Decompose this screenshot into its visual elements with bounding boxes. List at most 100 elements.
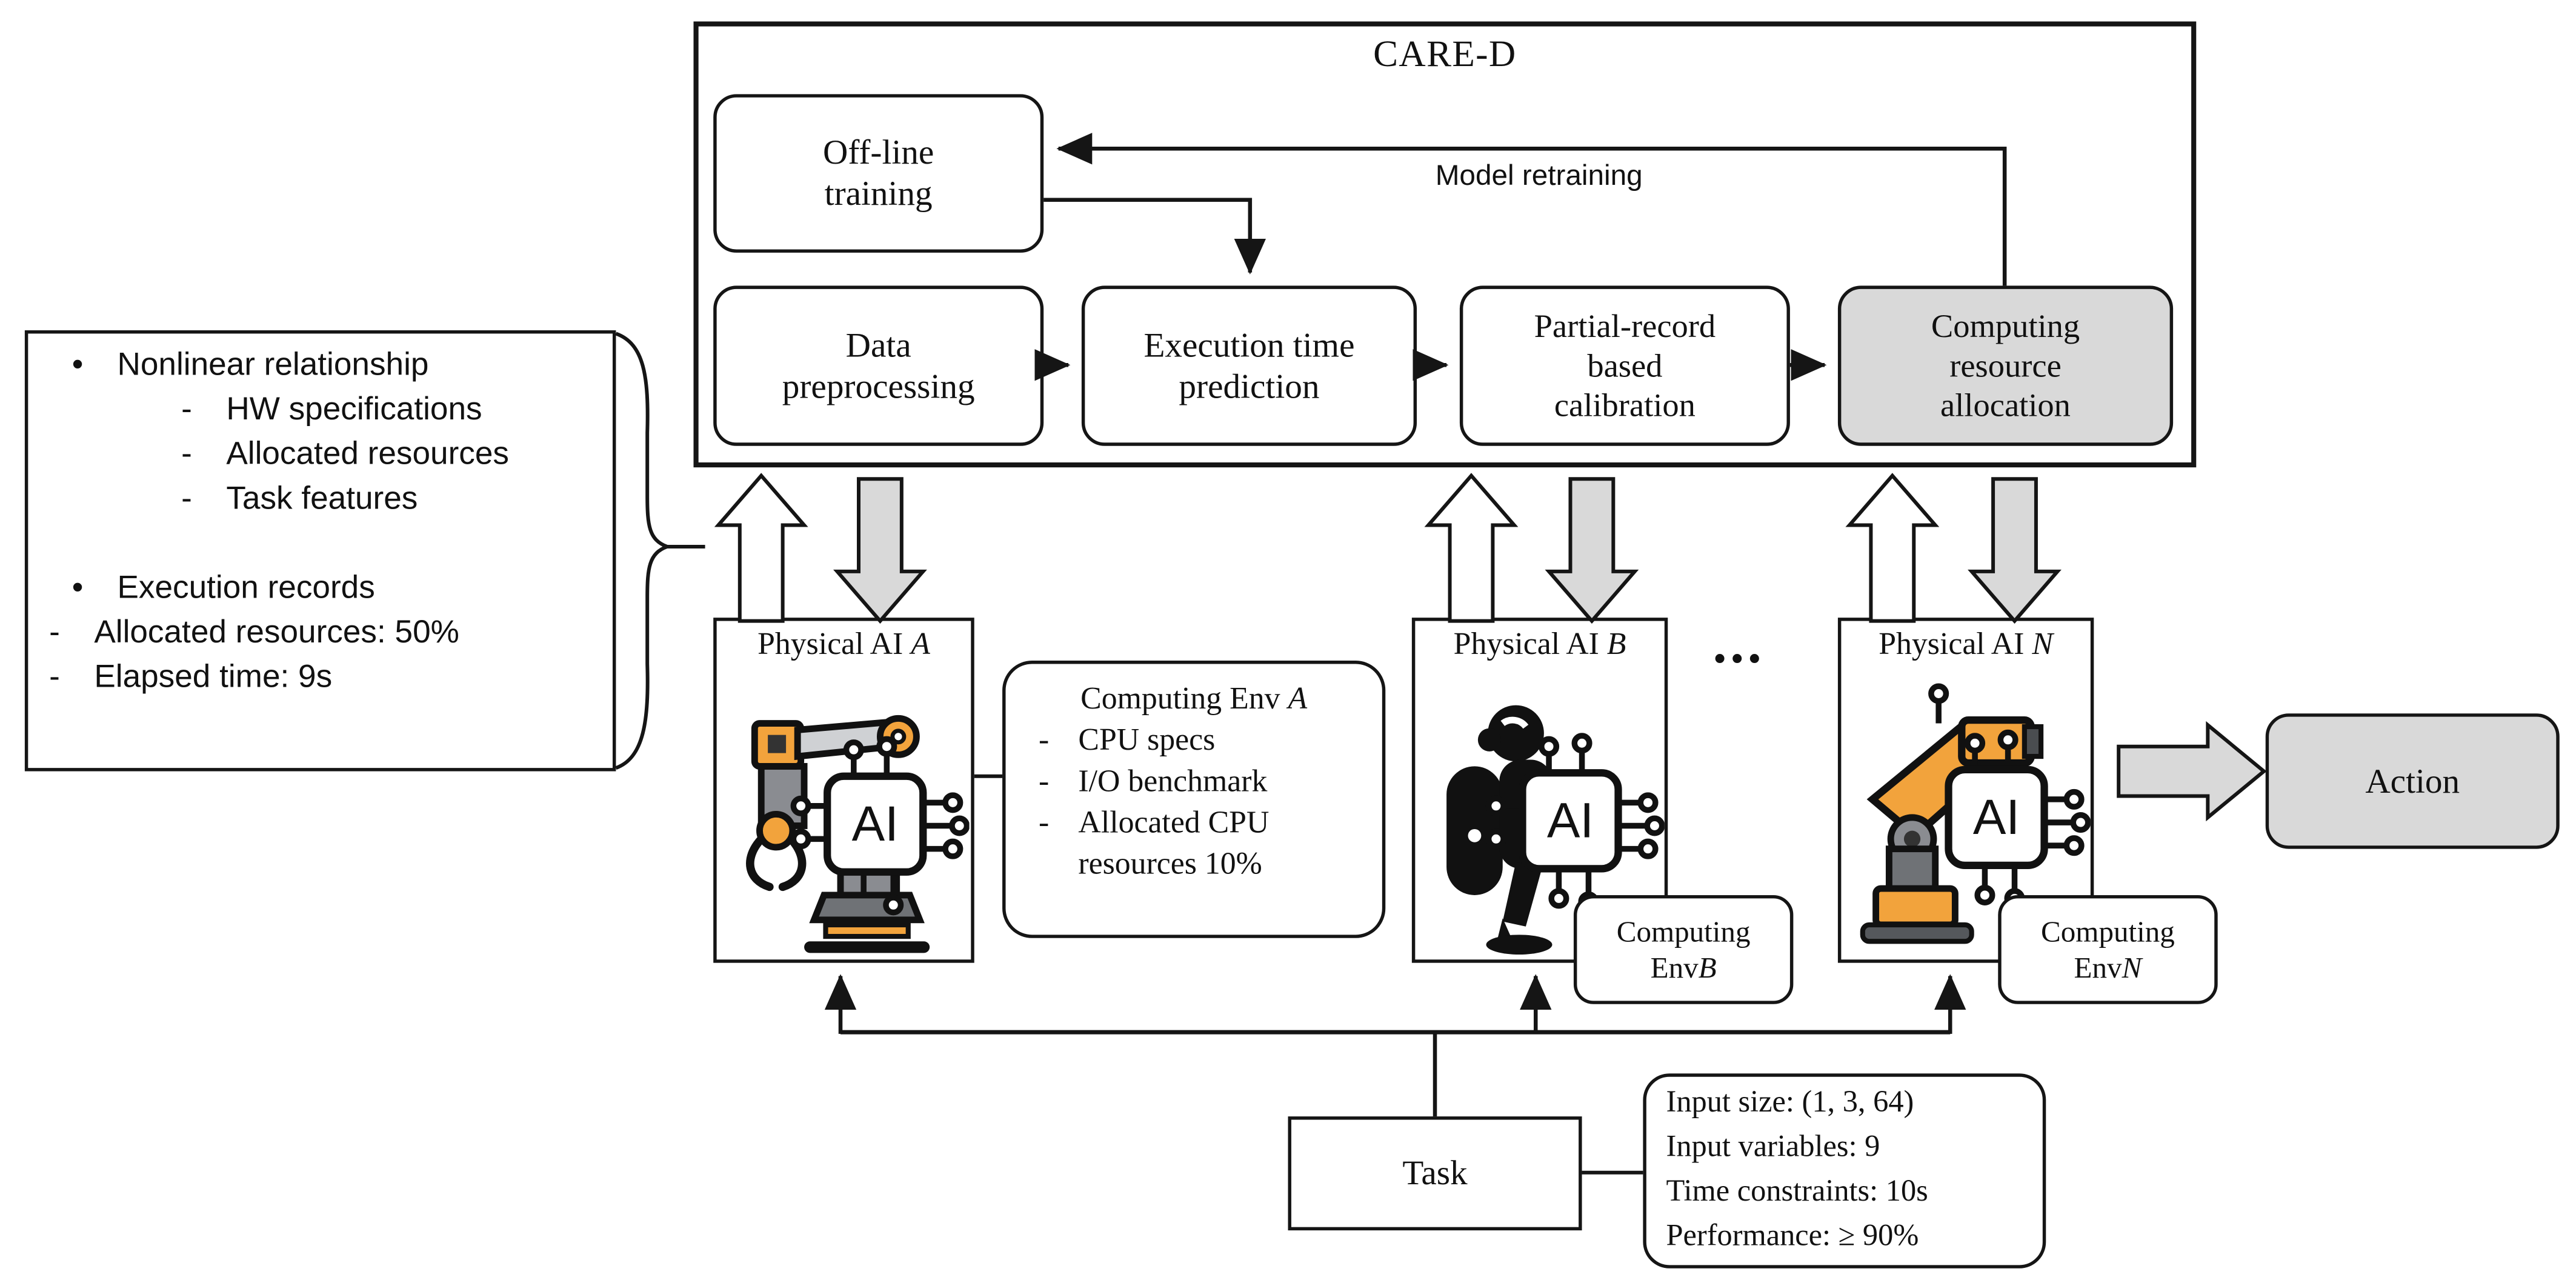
physical-ai-b-id: B (1606, 627, 1626, 662)
env-a-item-allocated-text: Allocated CPU (1078, 805, 1270, 841)
task-box: Task (1288, 1116, 1582, 1231)
task-specs-box: Input size: (1, 3, 64) Input variables: … (1643, 1073, 2046, 1268)
computing-env-b-box: Computing EnvB (1573, 895, 1794, 1004)
offline-training-label-1: Off-line (823, 132, 934, 173)
task-spec-time-constraints: Time constraints: 10s (1666, 1176, 1928, 1209)
physical-ai-a-prefix: Physical AI (757, 627, 911, 662)
dash-icon: - (49, 659, 60, 696)
cared-title: CARE-D (1373, 33, 1517, 75)
dash-icon: - (181, 480, 192, 517)
physical-ai-a-box: Physical AI A (713, 618, 974, 963)
task-spec-performance: Performance: ≥ 90% (1666, 1220, 1919, 1254)
humanoid-robot-icon: AI (1446, 705, 1665, 955)
dash-icon: - (49, 614, 60, 651)
down-block-arrow-b (1545, 477, 1639, 624)
dash-icon: - (1039, 805, 1050, 841)
calibration-label-1: Partial-record (1534, 308, 1716, 345)
task-spec-input-size: Input size: (1, 3, 64) (1666, 1087, 1914, 1120)
computing-env-n-prefix: Env (2074, 951, 2122, 985)
action-box: Action (2265, 713, 2560, 849)
computing-env-a-title: Computing Env A (1006, 679, 1382, 720)
action-label: Action (2365, 761, 2460, 801)
callout-sub-allocated: - Allocated resources (170, 433, 613, 478)
model-retraining-label: Model retraining (1435, 158, 1643, 192)
callout-item-records: • Execution records (61, 567, 613, 612)
physical-ai-a-title: Physical AI A (757, 628, 930, 664)
callout-sub-hw: - HW specifications (170, 388, 613, 433)
up-block-arrow-a (714, 473, 808, 623)
computing-env-a-title-prefix: Computing Env (1080, 682, 1288, 717)
task-spec-input-variables: Input variables: 9 (1666, 1131, 1880, 1165)
physical-ai-n-prefix: Physical AI (1879, 627, 2032, 662)
computing-env-b-id: B (1698, 951, 1717, 985)
calibration-label-3: calibration (1554, 387, 1696, 424)
callout-sub-allocated-text: Allocated resources (226, 436, 510, 473)
callout-record-resources-text: Allocated resources: 50% (94, 614, 459, 651)
physical-ai-b-title: Physical AI B (1454, 628, 1626, 664)
ai-chip-icon: AI (1945, 765, 2048, 870)
callout-record-elapsed-text: Elapsed time: 9s (94, 659, 333, 696)
execution-time-label-1: Execution time (1143, 325, 1355, 365)
offline-training-label-2: training (824, 173, 933, 213)
callout-item-records-text: Execution records (117, 570, 375, 607)
ai-chip-label: AI (852, 796, 899, 852)
callout-sub-task: - Task features (170, 478, 613, 522)
computing-env-b-line2: EnvB (1651, 950, 1717, 987)
up-block-arrow-b (1424, 473, 1519, 623)
up-block-arrow-n (1845, 473, 1940, 623)
physical-ai-a-id: A (911, 627, 930, 662)
calibration-label-2: based (1587, 347, 1663, 384)
callout-item-nonlinear: • Nonlinear relationship (61, 344, 613, 388)
callout-record-resources: - Allocated resources: 50% (38, 611, 613, 656)
env-a-item-allocated-cont-text: resources 10% (1078, 847, 1262, 882)
allocation-label-1: Computing (1931, 308, 2080, 345)
callout-record-elapsed: - Elapsed time: 9s (38, 656, 613, 701)
callout-item-nonlinear-text: Nonlinear relationship (117, 347, 429, 384)
physical-ai-n-id: N (2032, 627, 2053, 662)
robot-arm-icon: AI (746, 715, 970, 953)
partial-record-calibration-box: Partial-record based calibration (1459, 285, 1790, 446)
env-a-item-cpu-text: CPU specs (1078, 723, 1216, 758)
updown-arrows (714, 473, 2062, 624)
bullet-icon: • (72, 347, 84, 384)
computing-env-n-box: Computing EnvN (1998, 895, 2218, 1004)
physical-ai-b-box: Physical AI B (1411, 618, 1668, 963)
computing-env-n-line1: Computing (2041, 914, 2175, 948)
dash-icon: - (181, 436, 192, 473)
callout-brace (615, 332, 673, 770)
callout-sub-hw-text: HW specifications (226, 391, 482, 428)
dash-icon: - (181, 391, 192, 428)
physical-ai-n-box: Physical AI N AI (1837, 618, 2094, 963)
ai-chip-icon: AI (1519, 769, 1622, 873)
env-a-item-allocated: - Allocated CPU (1006, 802, 1382, 844)
down-block-arrow-a (833, 477, 927, 624)
dash-icon: - (1039, 723, 1050, 758)
right-block-arrow-action (2117, 721, 2267, 822)
execution-time-label-2: prediction (1179, 365, 1320, 405)
ai-chip-label: AI (1973, 790, 2020, 845)
env-a-item-io-text: I/O benchmark (1078, 764, 1268, 799)
bullet-icon: • (72, 570, 84, 607)
physical-ai-n-title: Physical AI N (1879, 628, 2053, 664)
dash-icon: - (1039, 764, 1050, 799)
env-a-item-cpu: - CPU specs (1006, 720, 1382, 761)
allocation-label-2: resource (1949, 347, 2062, 384)
callout-sub-task-text: Task features (226, 480, 418, 517)
task-label: Task (1402, 1153, 1468, 1193)
computing-env-b-line1: Computing (1616, 914, 1751, 948)
ai-chip-label: AI (1547, 793, 1594, 848)
ai-chip-icon: AI (824, 772, 927, 876)
down-block-arrow-n (1968, 477, 2062, 624)
data-preprocessing-label-1: Data (845, 325, 911, 365)
env-a-item-allocated-cont: resources 10% (1006, 844, 1382, 885)
execution-time-prediction-box: Execution time prediction (1081, 285, 1417, 446)
data-preprocessing-label-2: preprocessing (782, 365, 975, 405)
env-a-item-io: - I/O benchmark (1006, 761, 1382, 802)
excavator-robot-icon: AI (1860, 683, 2091, 944)
computing-env-a-id: A (1288, 682, 1308, 717)
offline-training-box: Off-line training (713, 94, 1044, 253)
allocation-label-3: allocation (1940, 387, 2071, 424)
agents-ellipsis: ... (1712, 614, 1765, 676)
computing-resource-allocation-box: Computing resource allocation (1837, 285, 2174, 446)
